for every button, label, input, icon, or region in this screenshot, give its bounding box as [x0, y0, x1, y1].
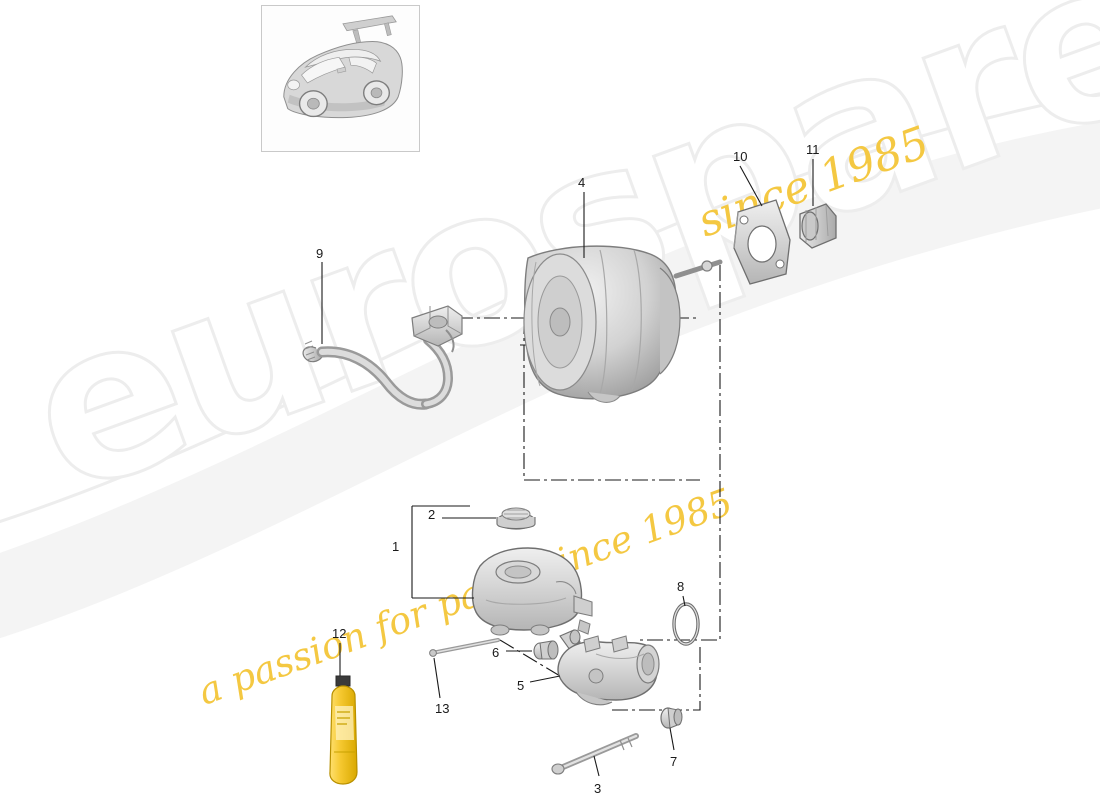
callout-label-3[interactable]: 3 [594, 781, 602, 796]
callout-label-10[interactable]: 10 [733, 149, 748, 164]
part-reservoir-cap[interactable] [496, 507, 536, 530]
callout-label-9[interactable]: 9 [316, 246, 324, 261]
callout-label-13[interactable]: 13 [435, 701, 450, 716]
part-brake-fluid-bottle[interactable] [329, 675, 358, 785]
part-brake-booster[interactable] [523, 245, 723, 403]
callout-label-1[interactable]: 1 [392, 539, 400, 554]
callout-label-6[interactable]: 6 [492, 645, 500, 660]
part-long-mounting-bolt[interactable] [551, 733, 639, 775]
vehicle-thumbnail-image [283, 15, 403, 119]
part-booster-gasket[interactable] [733, 199, 791, 285]
leader-lines [321, 159, 814, 777]
callout-label-5[interactable]: 5 [517, 678, 525, 693]
callout-label-4[interactable]: 4 [578, 175, 586, 190]
callout-label-11[interactable]: 11 [806, 142, 820, 157]
callout-label-8[interactable]: 8 [677, 579, 685, 594]
part-thin-rod-pin[interactable] [429, 638, 500, 657]
callout-label-2[interactable]: 2 [428, 507, 436, 522]
part-o-ring-seal[interactable] [672, 602, 700, 646]
part-nut-washer[interactable] [660, 707, 683, 729]
part-rubber-sleeve[interactable] [799, 203, 837, 249]
part-brake-master-cylinder[interactable] [557, 635, 660, 706]
part-vacuum-hose-line[interactable] [302, 305, 463, 410]
part-reservoir[interactable] [471, 547, 593, 636]
callout-label-12[interactable]: 12 [332, 626, 347, 641]
vehicle-thumbnail[interactable] [261, 5, 420, 152]
callout-label-7[interactable]: 7 [670, 754, 678, 769]
